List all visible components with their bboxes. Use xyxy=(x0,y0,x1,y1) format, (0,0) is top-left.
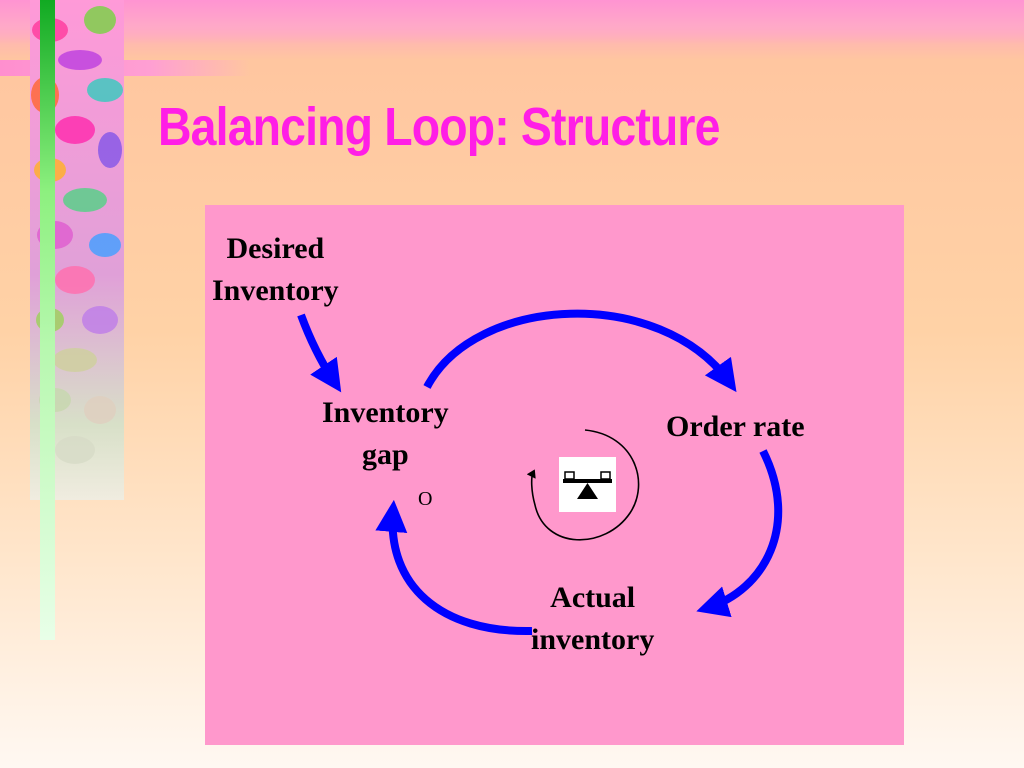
vertical-accent-stripe xyxy=(40,0,55,640)
node-desired-inventory-line2: Inventory xyxy=(212,274,339,307)
node-actual-inventory-line2: inventory xyxy=(531,623,655,656)
node-order-rate: Order rate xyxy=(666,410,805,443)
link-desired-to-gap xyxy=(297,313,342,393)
loop-direction-arc xyxy=(526,429,640,541)
link-actual-to-gap xyxy=(375,499,533,636)
link-gap-to-order-rate xyxy=(423,309,737,393)
link-order-rate-to-actual xyxy=(696,449,783,618)
balance-seesaw-icon xyxy=(559,457,616,512)
top-decorative-band xyxy=(0,0,1024,44)
link-polarity-o: O xyxy=(418,488,433,510)
node-inventory-gap-line1: Inventory xyxy=(322,396,449,429)
node-desired-inventory-line1: Desired xyxy=(226,232,325,265)
node-desired-inventory: Desired Inventory xyxy=(212,228,339,312)
node-inventory-gap: Inventory gap xyxy=(322,392,449,476)
node-inventory-gap-line2: gap xyxy=(361,438,409,471)
node-actual-inventory: Actual inventory xyxy=(531,577,654,661)
slide-title: Balancing Loop: Structure xyxy=(158,97,720,157)
causal-loop-diagram xyxy=(297,309,783,636)
node-actual-inventory-line1: Actual xyxy=(550,581,636,614)
diagram-panel xyxy=(205,205,904,745)
